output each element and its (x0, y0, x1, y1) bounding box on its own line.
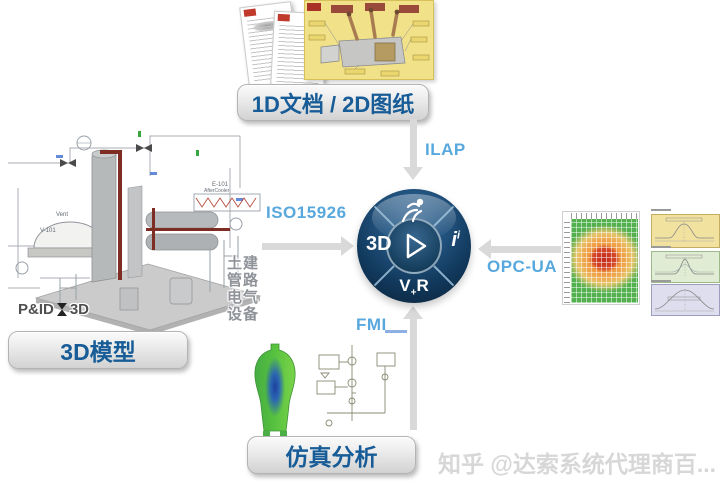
bell-curve-plot (655, 254, 714, 276)
heatmap-header-column (564, 219, 570, 303)
panel-caption-1 (651, 209, 671, 211)
bell-curve-plot (654, 289, 715, 312)
watermark-text: 知乎 @达索系统代理商百... (438, 451, 716, 477)
protocol-opcua: OPC-UA (487, 257, 558, 276)
arrow-fmi-shaft (410, 319, 417, 430)
protocol-fmi: FMI (356, 315, 387, 334)
discipline-electrical: 电气 (226, 289, 259, 306)
pid-3d-image: E-101 AfterCooler Vent V-101 (8, 131, 262, 332)
tiny-blue-annotation (385, 330, 407, 333)
compass-sphere: 3D ii V+R (357, 189, 471, 303)
person-icon (401, 198, 424, 223)
curve-panel-purple (651, 284, 720, 316)
pid-to-3d-caption: P&ID 3D (18, 301, 89, 318)
protocol-iso15926: ISO15926 (266, 203, 347, 222)
arrow-ilap-head-icon (403, 167, 423, 180)
bell-curve-plot (655, 217, 714, 242)
protocol-ilap: ILAP (425, 140, 466, 159)
pid-label: P&ID (18, 301, 54, 318)
label-3d-model: 3D模型 (8, 331, 188, 369)
label-1d-doc-2d-drawing-text: 1D文档 / 2D图纸 (251, 91, 415, 117)
arrow-fmi-head-icon (403, 306, 423, 319)
heatmap-header-row (571, 213, 638, 219)
tag-vent: Vent (56, 212, 68, 218)
compass-quadrant-i: ii (451, 229, 460, 251)
panel-caption-3 (651, 280, 671, 282)
transformer-drawing (307, 3, 430, 77)
label-1d-doc-2d-drawing: 1D文档 / 2D图纸 (237, 84, 429, 121)
compass-quadrant-3d: 3D (366, 233, 392, 255)
discipline-civil: 土建 (226, 255, 259, 272)
heatmap-table (562, 211, 640, 305)
cfd-result-image (254, 343, 296, 436)
arrow-iso15926-head-icon (341, 236, 354, 256)
drawing-2d-thumbnail (304, 0, 434, 80)
panel-caption-2 (651, 246, 671, 248)
compass-center-button (386, 218, 442, 274)
disciplines-list: 土建 管路 电气 设备 (222, 255, 264, 323)
curve-panel-green (651, 251, 720, 283)
tag-aftercooler: AfterCooler (204, 188, 230, 194)
arrow-iso15926-shaft (262, 243, 342, 250)
arrow-ilap-shaft (410, 119, 417, 168)
compass-quadrant-vr: V+R (399, 275, 429, 298)
discipline-equipment: 设备 (226, 306, 259, 323)
label-simulation: 仿真分析 (247, 436, 416, 474)
schematic-1d-image (316, 345, 396, 427)
compass-divider-lines (374, 206, 454, 286)
pid-3d-label: 3D (69, 301, 90, 318)
play-icon (406, 233, 427, 259)
label-simulation-text: 仿真分析 (285, 444, 378, 470)
document-logo-icon (243, 8, 257, 17)
tag-e101: E-101 (212, 182, 229, 188)
curve-panel-yellow (651, 214, 720, 248)
valve-icon (56, 303, 67, 316)
document-logo-icon (277, 13, 290, 22)
tag-v101: V-101 (40, 228, 56, 234)
discipline-piping: 管路 (226, 272, 259, 289)
label-3d-model-text: 3D模型 (60, 339, 136, 365)
heatmap-cells (571, 219, 638, 303)
arrow-opcua-shaft (491, 246, 561, 253)
arrow-opcua-head-icon (478, 239, 491, 259)
